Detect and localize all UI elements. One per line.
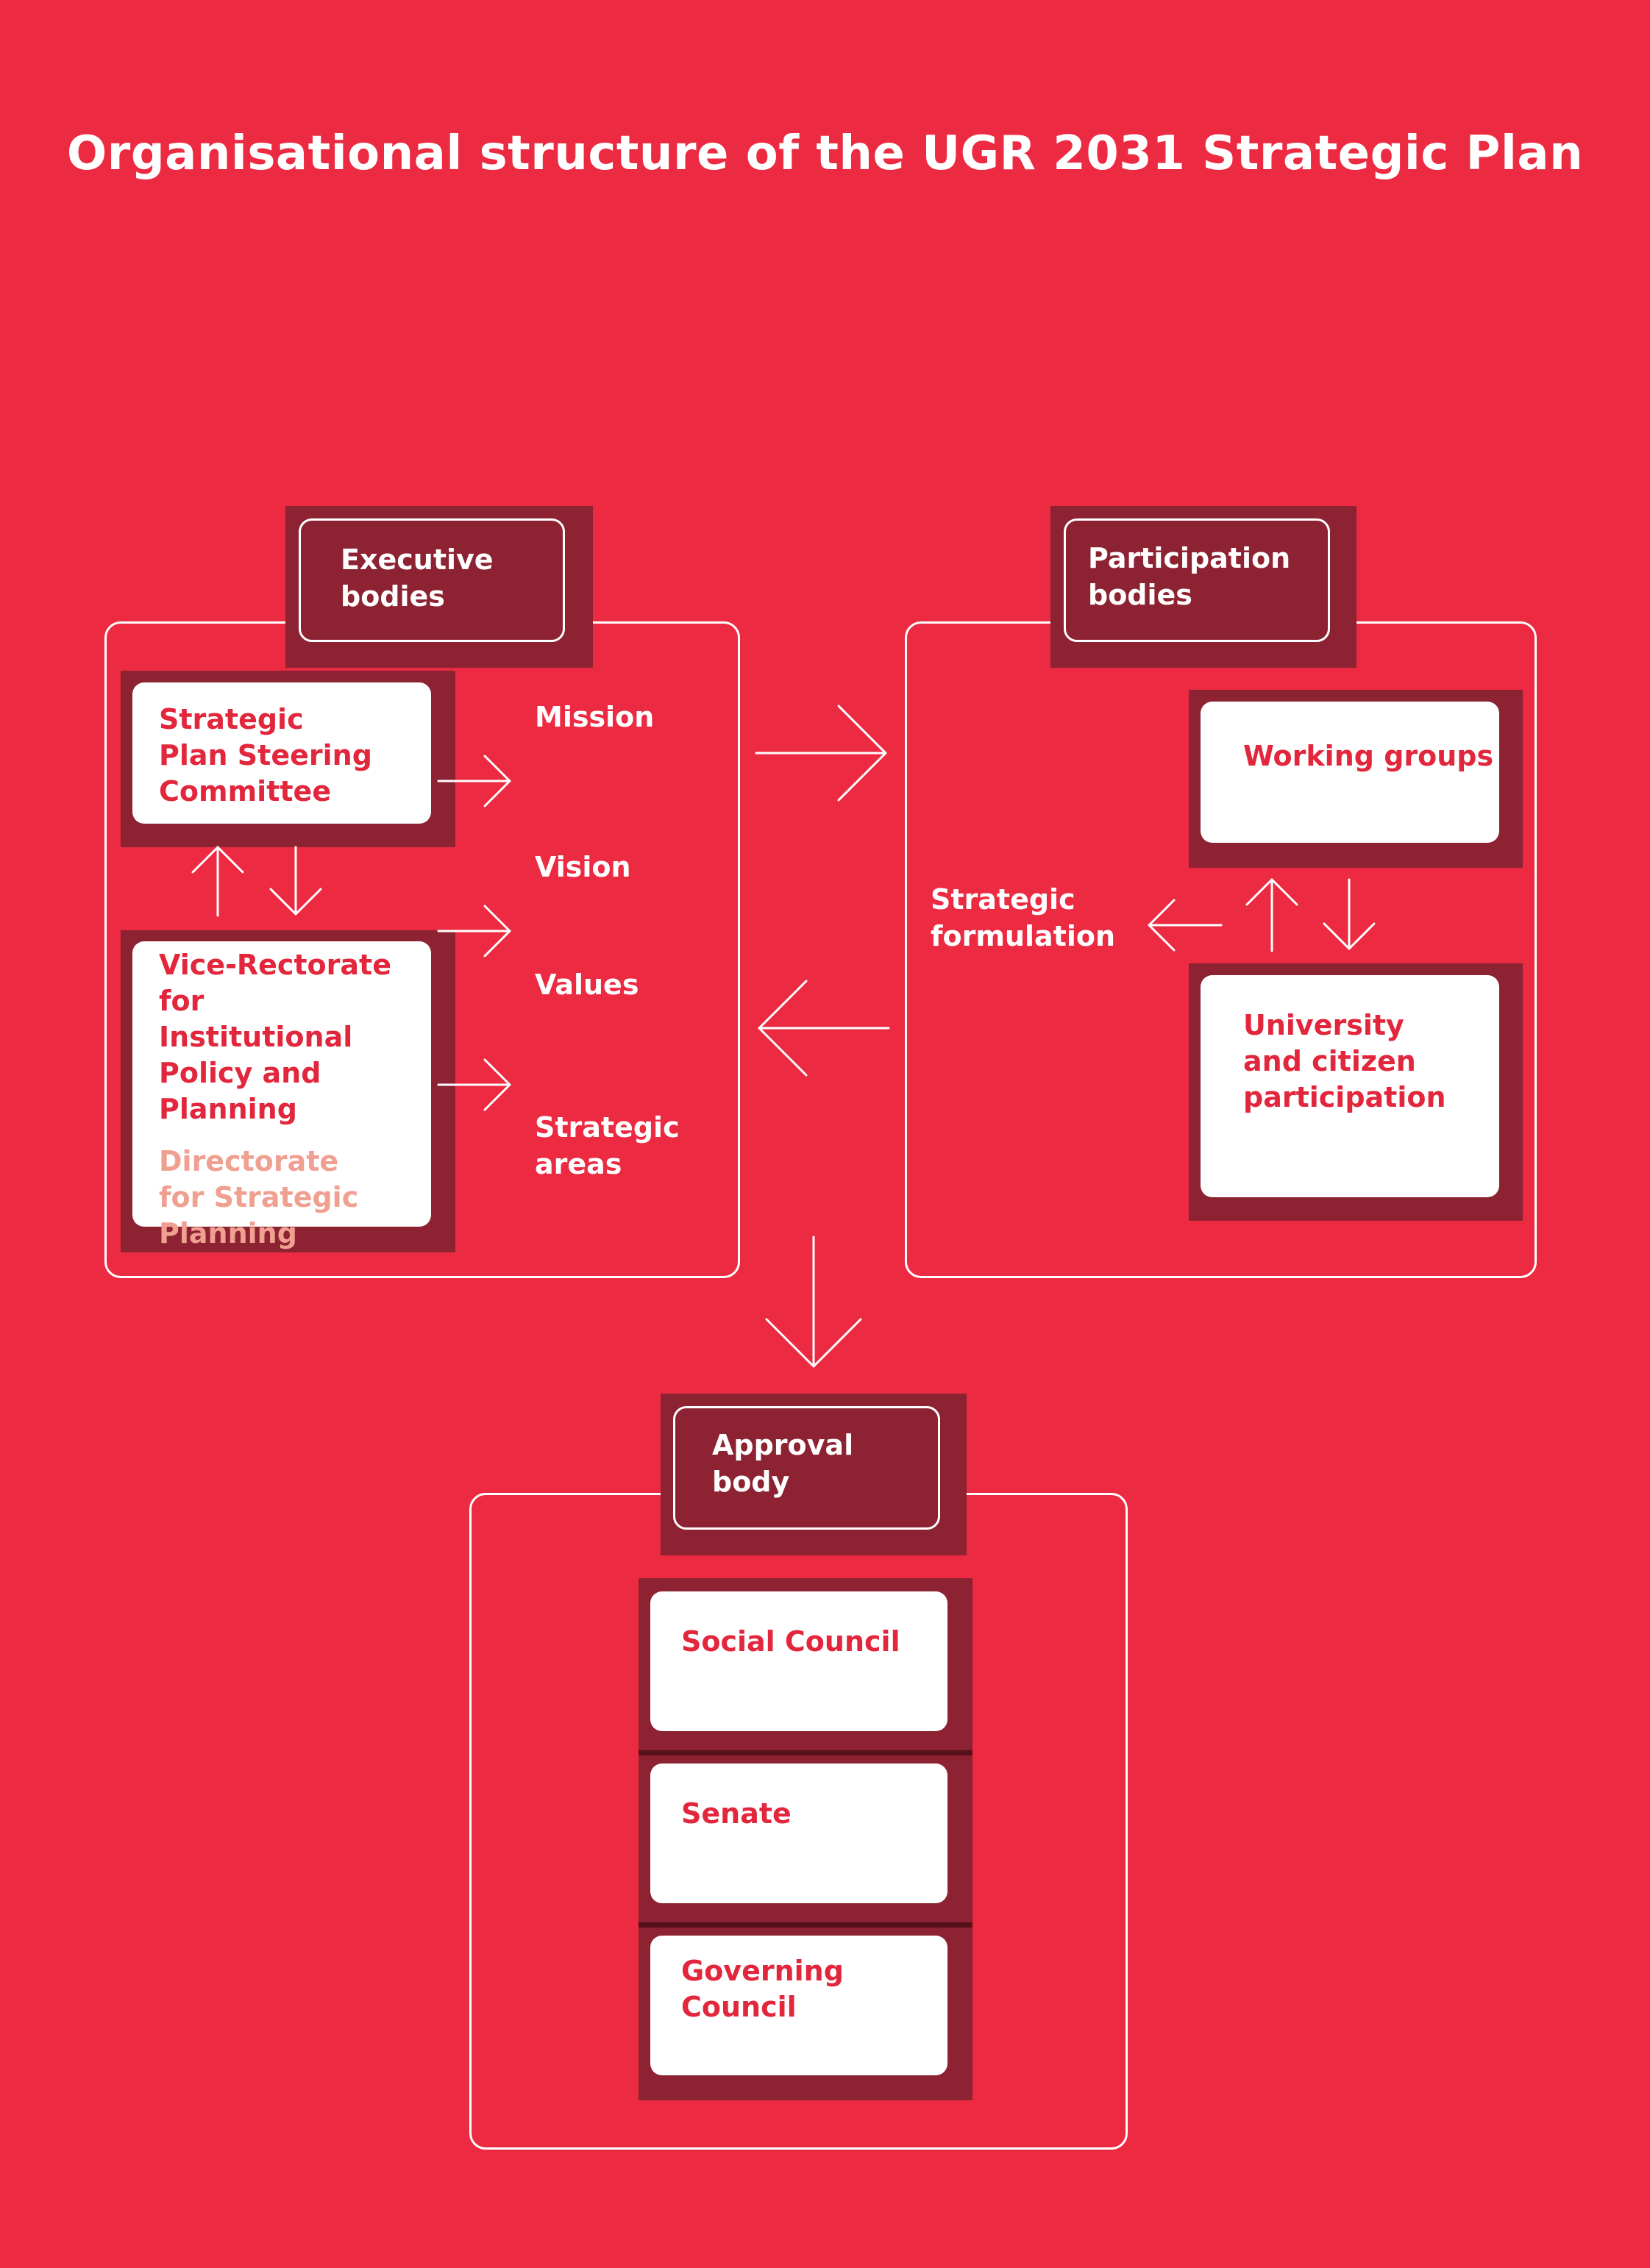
arrow-down-to-vice-rectorate [269, 846, 322, 916]
arrow-executive-to-participation [755, 705, 887, 802]
arrow-down-to-university [1323, 878, 1376, 950]
senate-card: Senate [650, 1764, 947, 1903]
arrow-to-strategic-formulation [1148, 899, 1223, 952]
approval-body-label: Approval body [712, 1429, 854, 1498]
governing-council-label: Governing Council [681, 1955, 844, 2023]
university-citizen-label: University and citizen participation [1243, 1009, 1446, 1113]
arrow-down-to-approval [765, 1235, 862, 1368]
senate-label: Senate [681, 1797, 792, 1830]
strategic-areas-label: Strategic areas [535, 1111, 680, 1180]
social-council-label: Social Council [681, 1625, 900, 1658]
executive-bodies-tab: Executive bodies [299, 518, 565, 642]
social-council-card: Social Council [650, 1591, 947, 1731]
arrow-up-to-steering [191, 846, 244, 917]
arrow-participation-to-executive [758, 980, 890, 1077]
vice-rectorate-label: Vice-Rectorate for Institutional Policy … [159, 949, 391, 1125]
steering-committee-card: Strategic Plan Steering Committee [132, 682, 431, 824]
directorate-label: Directorate for Strategic Planning [159, 1145, 359, 1249]
governing-council-card: Governing Council [650, 1936, 947, 2075]
arrow-to-vision-values [437, 905, 511, 958]
divider-1 [639, 1750, 972, 1755]
mission-label: Mission [535, 701, 655, 733]
page-title: Organisational structure of the UGR 2031… [66, 126, 1584, 181]
steering-committee-label: Strategic Plan Steering Committee [159, 703, 372, 807]
executive-bodies-label: Executive bodies [341, 543, 494, 613]
approval-body-tab: Approval body [673, 1406, 940, 1530]
divider-2 [639, 1922, 972, 1928]
vice-rectorate-card: Vice-Rectorate for Institutional Policy … [132, 941, 431, 1249]
arrow-steering-to-mission [437, 755, 511, 807]
values-label: Values [535, 969, 639, 1001]
participation-bodies-tab: Participation bodies [1064, 518, 1330, 642]
university-citizen-card: University and citizen participation [1201, 975, 1499, 1197]
working-groups-card: Working groups [1201, 702, 1499, 843]
arrow-up-to-working-groups [1245, 878, 1298, 952]
strategic-formulation-label: Strategic formulation [931, 883, 1116, 952]
arrow-to-strategic-areas [437, 1058, 511, 1111]
working-groups-label: Working groups [1243, 740, 1494, 772]
vision-label: Vision [535, 851, 631, 883]
participation-bodies-label: Participation bodies [1088, 542, 1291, 611]
